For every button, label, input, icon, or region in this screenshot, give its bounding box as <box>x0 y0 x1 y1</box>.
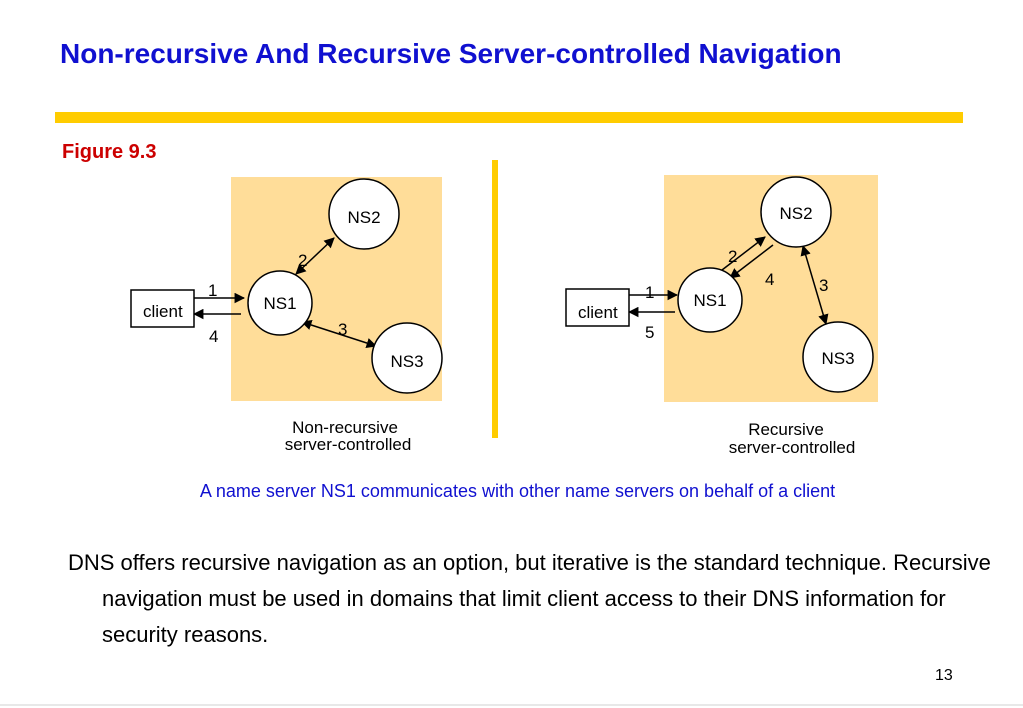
recursive-diagram: client NS1 NS2 NS3 1 2 3 4 5 Recursive s… <box>565 175 878 457</box>
ns3-node <box>802 321 874 393</box>
client-box <box>130 289 195 328</box>
right-caption-line2: server-controlled <box>729 438 856 457</box>
step-3-label: 3 <box>819 276 828 295</box>
slide-title: Non-recursive And Recursive Server-contr… <box>60 38 842 69</box>
figure-label: Figure 9.3 <box>62 141 157 163</box>
body-text: DNS offers recursive navigation as an op… <box>68 550 991 647</box>
ns2-label: NS2 <box>779 204 812 223</box>
arrow-2 <box>721 236 766 271</box>
diagram-divider <box>492 160 498 438</box>
ns3-node <box>371 322 443 394</box>
right-caption-line1: Recursive <box>748 420 824 439</box>
ns2-node <box>760 176 832 248</box>
arrow-2 <box>295 237 335 275</box>
step-2-label: 2 <box>728 247 737 266</box>
left-caption-line1: Non-recursive <box>292 418 398 437</box>
accent-rule <box>55 112 963 123</box>
step-2-label: 2 <box>298 251 307 270</box>
ns2-label: NS2 <box>347 208 380 227</box>
page-number: 13 <box>935 667 953 684</box>
step-3-label: 3 <box>338 320 347 339</box>
ns1-label: NS1 <box>693 291 726 310</box>
navigation-diagram: client NS1 NS2 NS3 1 2 3 4 Non-recursive… <box>130 175 878 457</box>
ns1-node <box>247 270 313 336</box>
step-1-label: 1 <box>208 281 217 300</box>
arrow-4 <box>729 244 774 279</box>
step-4-label: 4 <box>209 327 218 346</box>
client-label: client <box>143 302 183 321</box>
step-5-label: 5 <box>645 323 654 342</box>
ns2-node <box>328 178 400 250</box>
ns1-label: NS1 <box>263 294 296 313</box>
client-box <box>565 288 630 327</box>
figure-caption: A name server NS1 communicates with othe… <box>199 481 836 501</box>
left-caption-line2: server-controlled <box>285 435 412 454</box>
step-1-label: 1 <box>645 283 654 302</box>
arrow-3 <box>800 244 829 326</box>
bottom-border <box>0 704 1023 706</box>
ns1-node <box>677 267 743 333</box>
ns3-label: NS3 <box>821 349 854 368</box>
non-recursive-diagram: client NS1 NS2 NS3 1 2 3 4 Non-recursive… <box>130 177 443 454</box>
client-label: client <box>578 303 618 322</box>
ns3-label: NS3 <box>390 352 423 371</box>
arrow-3 <box>301 319 377 349</box>
step-4-label: 4 <box>765 270 774 289</box>
